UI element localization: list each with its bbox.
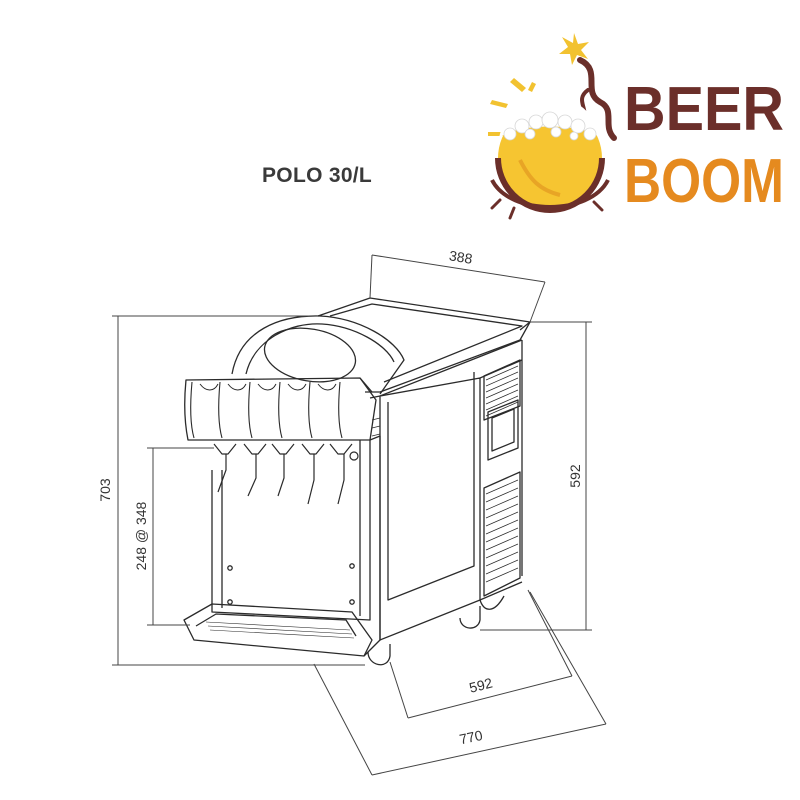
dim-line-top-depth: [371, 254, 546, 283]
dim-top-depth: 388: [448, 247, 474, 266]
model-title: POLO 30/L: [262, 164, 373, 187]
dim-base-depth: 592: [468, 675, 495, 696]
taps: [213, 443, 359, 505]
drip-tray: [183, 603, 373, 657]
vent-panel: [483, 359, 521, 421]
top-lid: [317, 297, 531, 393]
dim-total-height: 703: [97, 478, 113, 502]
logo-word-top: BEER: [624, 75, 784, 144]
beer-boom-logo: BEER BOOM: [488, 33, 784, 220]
tap-head: [184, 377, 377, 441]
foot-front: [367, 644, 391, 666]
dome-cover: [231, 315, 405, 395]
dim-body-height: 592: [567, 464, 583, 488]
foot-back: [459, 606, 481, 629]
dome-window: [263, 327, 357, 383]
control-screen: [487, 399, 519, 461]
dim-line-total-depth: [371, 723, 607, 776]
dim-tap-clearance: 248 @ 348: [133, 501, 149, 570]
right-body: [379, 377, 481, 641]
beer-glass-icon: [490, 96, 610, 220]
dim-line-base-depth: [407, 675, 573, 719]
front-body: [211, 440, 371, 621]
lower-vent: [483, 471, 521, 597]
logo-word-bottom: BOOM: [624, 147, 784, 216]
dim-total-depth: 770: [458, 727, 484, 748]
